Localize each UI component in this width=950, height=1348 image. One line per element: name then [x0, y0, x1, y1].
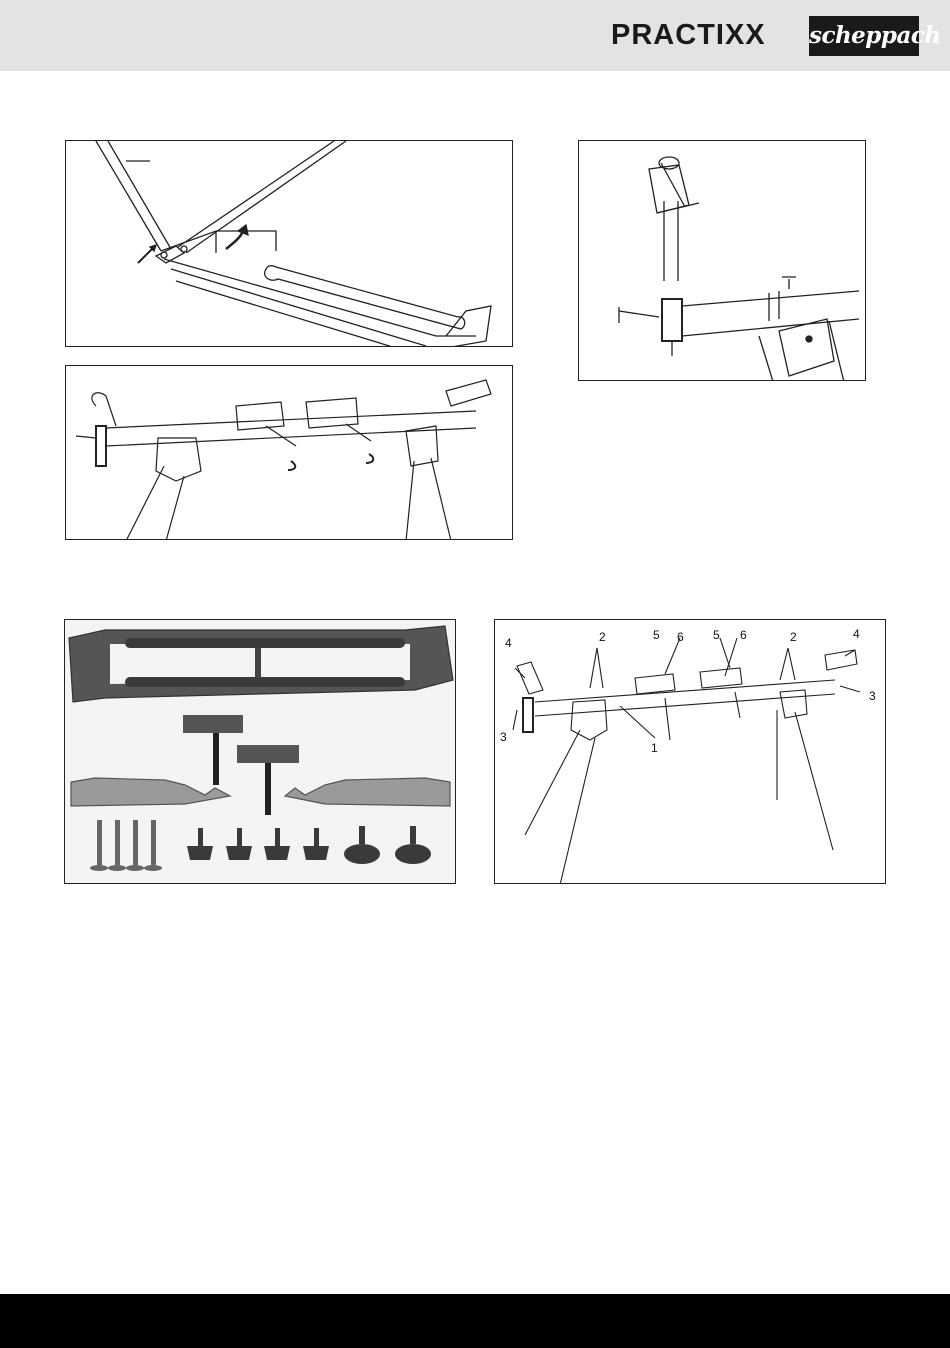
practixx-logo: PRACTIXX	[611, 18, 766, 52]
callout-label: 3	[869, 690, 876, 702]
figure-extended-stand	[65, 365, 513, 540]
callout-label: 4	[505, 637, 512, 649]
callout-label: 6	[740, 629, 747, 641]
callout-label: 2	[599, 631, 606, 643]
callout-label: 1	[651, 742, 658, 754]
callout-label: 2	[790, 631, 797, 643]
figure-fold-leg	[65, 140, 513, 347]
figure-parts-photo	[64, 619, 456, 884]
figure-roller-insert	[578, 140, 866, 381]
figure-parts-diagram: 4 2 5 6 5 6 2 4 3 3 1	[494, 619, 886, 884]
callout-label: 4	[853, 628, 860, 640]
scheppach-logo: scheppach	[809, 16, 919, 56]
callout-label: 5	[713, 629, 720, 641]
page-header: PRACTIXX scheppach	[0, 0, 950, 71]
page-footer	[0, 1294, 950, 1348]
callout-label: 5	[653, 629, 660, 641]
callout-label: 6	[677, 631, 684, 643]
callout-label: 3	[500, 731, 507, 743]
